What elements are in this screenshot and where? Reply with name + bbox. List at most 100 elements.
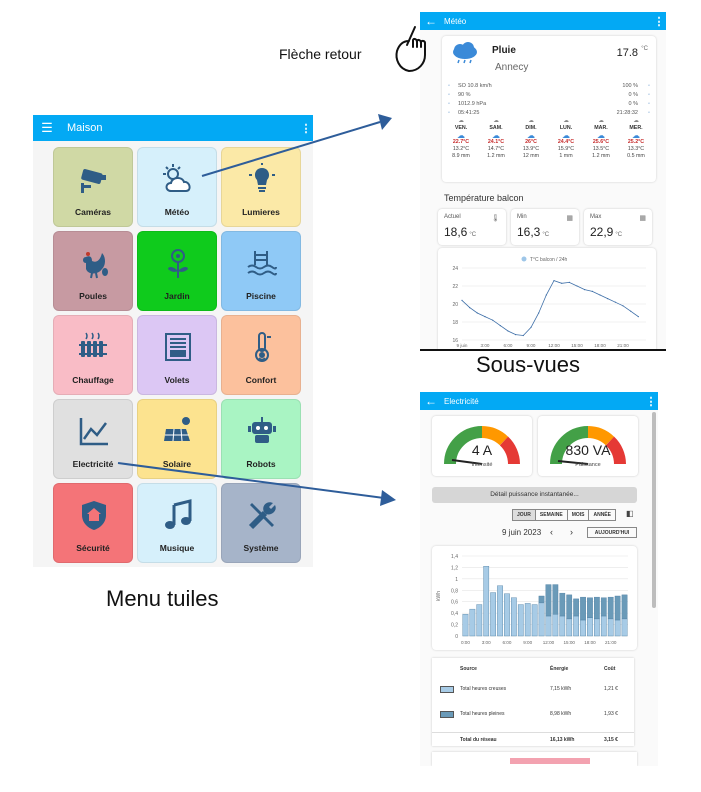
snow-icon: ◦: [648, 92, 650, 98]
bar: [469, 608, 476, 637]
tile-tools[interactable]: Système: [221, 483, 301, 563]
back-arrow-icon[interactable]: ←: [425, 14, 437, 28]
calculator-icon: ▦: [566, 215, 573, 222]
scrollbar[interactable]: [652, 412, 656, 608]
tile-shield-home[interactable]: Sécurité: [53, 483, 133, 563]
gauge-arc-intensite: [444, 426, 520, 465]
x-tick-label: 9 juin: [457, 343, 468, 348]
tile-solar-panel[interactable]: Solaire: [137, 399, 217, 479]
period-mois[interactable]: MOIS: [568, 510, 590, 520]
x-tick-label: 12:00: [548, 343, 560, 348]
bar: [607, 596, 614, 620]
tile-chart-line[interactable]: Electricité: [53, 399, 133, 479]
weather-condition: Pluie: [492, 45, 516, 56]
electricite-panel: ← Electricité ⋮ 4 A Intensité 830 VA Pui…: [420, 392, 658, 766]
more-vert-icon[interactable]: ⋮: [653, 15, 665, 28]
forecast-header-icon: ☁: [563, 118, 569, 124]
y-tick-label: 1,4: [451, 554, 458, 560]
next-date-icon[interactable]: ›: [570, 527, 573, 537]
forecast-day-label: VEN.: [454, 125, 468, 131]
bar: [552, 584, 559, 615]
x-tick-label: 21:00: [617, 343, 629, 348]
detail-puissance-button[interactable]: Détail puissance instantanée...: [432, 487, 637, 503]
prev-date-icon[interactable]: ‹: [550, 527, 553, 537]
tile-camera[interactable]: Caméras: [53, 147, 133, 227]
forecast-high: 24.4°C: [557, 139, 575, 145]
stat-card-min[interactable]: Min▦16,3°C: [511, 209, 579, 245]
data-point: [545, 294, 547, 296]
meteo-app-bar: ← Météo ⋮: [420, 12, 666, 30]
back-arrow-icon[interactable]: ←: [425, 394, 437, 408]
tile-label: Robots: [246, 459, 276, 469]
weather-detail: 21:28:32: [616, 110, 638, 116]
weather-detail: 100 %: [622, 83, 638, 89]
forecast-rain: 1 mm: [559, 153, 573, 159]
tile-shutter[interactable]: Volets: [137, 315, 217, 395]
stat-value: 16,3: [517, 225, 541, 239]
weather-temp-unit: °C: [641, 46, 648, 52]
data-point: [568, 281, 570, 283]
forecast-low: 13.2°C: [452, 146, 470, 152]
x-tick-label: 0:00: [461, 640, 470, 645]
tile-radiator[interactable]: Chauffage: [53, 315, 133, 395]
bar: [462, 614, 469, 637]
gauge-value: 4 A: [471, 442, 493, 458]
bar: [621, 618, 628, 637]
tile-label: Caméras: [75, 207, 111, 217]
table-cell: 7,15 kWh: [550, 686, 572, 692]
tile-lightbulb[interactable]: Lumieres: [221, 147, 301, 227]
y-tick-label: 18: [452, 320, 458, 326]
forecast-high: 24.1°C: [487, 139, 505, 145]
tile-robot[interactable]: Robots: [221, 399, 301, 479]
tile-pool[interactable]: Piscine: [221, 231, 301, 311]
cloud-rain-icon: ☁: [457, 131, 465, 140]
weather-card[interactable]: Pluie Annecy 17.8 °C ◦SO 10.8 km/h◦90 %◦…: [442, 36, 656, 182]
y-tick-label: 1: [455, 577, 458, 583]
stat-card-max[interactable]: Max▦22,9°C: [584, 209, 652, 245]
rain-cloud-icon: [453, 42, 477, 64]
tile-thermometer[interactable]: Confort: [221, 315, 301, 395]
more-vert-icon[interactable]: ⋮: [645, 395, 657, 408]
table-cell: 1,93 €: [604, 711, 618, 717]
bar: [490, 592, 496, 637]
period-semaine[interactable]: SEMAINE: [536, 510, 568, 520]
forecast-rain: 8.9 mm: [452, 153, 470, 159]
more-vert-icon[interactable]: ⋮: [300, 122, 312, 135]
gauge-intensite[interactable]: 4 A Intensité: [432, 416, 532, 476]
hamburger-icon[interactable]: ☰: [41, 120, 53, 135]
chart-line-icon: [79, 418, 108, 446]
cloud-rain-icon: ☁: [632, 131, 640, 140]
tile-hen[interactable]: Poules: [53, 231, 133, 311]
gauge-puissance[interactable]: 830 VA Puissance: [538, 416, 638, 476]
data-point: [591, 290, 593, 292]
period-année[interactable]: ANNÉE: [593, 512, 611, 518]
tile-label: Piscine: [246, 291, 276, 301]
bar: [594, 596, 600, 620]
lightbulb-icon: [249, 163, 275, 192]
electricite-app-bar: ← Electricité ⋮: [420, 392, 658, 410]
today-button[interactable]: AUJOURD'HUI: [587, 527, 637, 538]
legend-swatch: [440, 685, 454, 693]
x-tick-label: 9:00: [527, 343, 536, 348]
y-tick-label: 0: [455, 634, 458, 640]
bar: [483, 566, 490, 637]
section-title-balcon: Température balcon: [444, 193, 524, 203]
tile-flower[interactable]: Jardin: [137, 231, 217, 311]
tile-cloud-sun[interactable]: Météo: [137, 147, 217, 227]
stat-card-actuel[interactable]: Actuel🌡18,6°C: [438, 209, 506, 245]
wind-icon: ◦: [448, 83, 450, 89]
tile-label: Poules: [79, 291, 107, 301]
period-jour[interactable]: JOUR: [513, 510, 536, 520]
tile-music[interactable]: Musique: [137, 483, 217, 563]
tile-label: Chauffage: [72, 375, 114, 385]
column-header: Coût: [604, 666, 616, 672]
export-icon[interactable]: ◧: [626, 509, 634, 518]
